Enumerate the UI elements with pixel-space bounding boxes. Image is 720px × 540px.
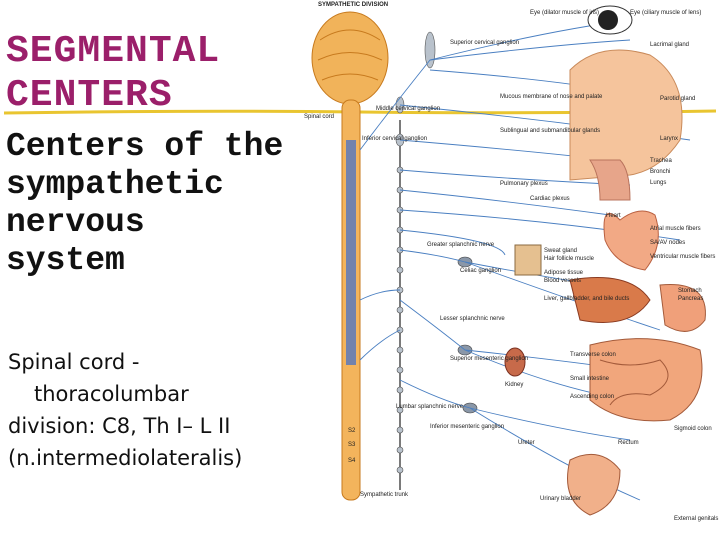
label-greater-splanchnic: Greater splanchnic nerve [427, 242, 495, 248]
body-line-3: division: C8, Th I– L II [8, 414, 231, 438]
label-lungs: Lungs [650, 180, 666, 186]
heart-drawing [603, 210, 659, 271]
label-liver: Liver, gallbladder, and bile ducts [544, 296, 629, 302]
subtitle-line-2: sympathetic [6, 166, 224, 203]
label-ureter: Ureter [518, 440, 535, 446]
slide-body-text: Spinal cord - thoracolumbar division: C8… [8, 346, 242, 474]
skin-drawing [514, 244, 542, 276]
label-cardiac: Cardiac plexus [530, 196, 570, 202]
label-larynx: Larynx [660, 136, 678, 142]
label-spinal-cord: Spinal cord [304, 114, 334, 120]
title-line-1: SEGMENTAL [6, 30, 221, 73]
subtitle-line-3: nervous [6, 204, 145, 241]
label-parotid: Parotid gland [660, 96, 695, 102]
label-lesser-splanchnic: Lesser splanchnic nerve [440, 316, 505, 322]
label-rectum: Rectum [618, 440, 639, 446]
label-ventricular: Ventricular muscle fibers [650, 254, 715, 260]
label-pulmonary: Pulmonary plexus [500, 181, 548, 187]
body-line-2: thoracolumbar [34, 382, 189, 406]
label-trunk: Sympathetic trunk [360, 492, 409, 498]
label-sublingual: Sublingual and submandibular glands [500, 128, 600, 134]
eye-drawing [598, 10, 618, 30]
kidney-drawing [504, 347, 526, 377]
label-eye-iris: Eye (dilator muscle of iris) [530, 10, 599, 16]
label-stomach: Stomach [678, 288, 702, 294]
label-ascending: Ascending colon [570, 394, 614, 400]
title-line-2: CENTERS [6, 74, 173, 117]
label-lacrimal: Lacrimal gland [650, 42, 689, 48]
liver-drawing [569, 277, 651, 323]
label-inferior-cervical: Inferior cervical ganglion [362, 136, 427, 142]
label-lumbar-splanchnic: Lumbar splanchnic nerve [396, 404, 464, 410]
label-bladder: Urinary bladder [540, 496, 581, 502]
label-inferior-mesenteric: Inferior mesenteric ganglion [430, 424, 504, 430]
label-transverse: Transverse colon [570, 352, 616, 358]
label-s4: S4 [348, 458, 356, 464]
slide-subtitle: Centers of the sympathetic nervous syste… [6, 128, 283, 280]
label-mucous: Mucous membrane of nose and palate [500, 94, 603, 100]
label-superior-mesenteric: Superior mesenteric ganglion [450, 356, 528, 362]
label-atrial: Atrial muscle fibers [650, 226, 701, 232]
stomach-drawing [659, 283, 706, 332]
subtitle-line-1: Centers of the [6, 128, 284, 165]
body-line-1: Spinal cord - [8, 350, 140, 374]
intestine-drawing [589, 338, 703, 422]
label-bronchi: Bronchi [650, 169, 670, 175]
label-heart: Heart [606, 213, 621, 219]
label-hair: Hair follicle muscle [544, 256, 595, 262]
sympathetic-division-diagram: SYMPATHETIC DIVISION Spinal cord [304, 2, 718, 522]
head-drawing [569, 49, 683, 181]
label-small-intestine: Small intestine [570, 376, 610, 382]
prevertebral-ganglia [457, 256, 478, 414]
figure-header: SYMPATHETIC DIVISION [318, 2, 388, 8]
bladder-drawing [567, 453, 621, 516]
label-superior-cervical: Superior cervical ganglion [450, 40, 519, 46]
label-sweat: Sweat gland [544, 248, 577, 254]
label-s2: S2 [348, 428, 356, 434]
label-s3: S3 [348, 442, 356, 448]
label-blood: Blood vessels [544, 278, 581, 284]
label-sa-av: SA/AV nodes [650, 240, 685, 246]
body-line-4: (n.intermediolateralis) [8, 446, 243, 470]
label-genitals: External genitals [674, 516, 718, 522]
label-trachea: Trachea [650, 158, 672, 164]
label-pancreas: Pancreas [678, 296, 703, 302]
subtitle-line-4: system [6, 242, 125, 279]
label-celiac: Celiac ganglion [460, 268, 501, 274]
label-middle-cervical: Middle cervical ganglion [376, 106, 440, 112]
label-adipose: Adipose tissue [544, 270, 584, 276]
label-eye-ciliary: Eye (ciliary muscle of lens) [630, 10, 701, 16]
slide-title: SEGMENTAL CENTERS [6, 30, 220, 118]
label-sigmoid: Sigmoid colon [674, 426, 712, 432]
label-kidney: Kidney [505, 382, 523, 388]
thoracolumbar-segments [346, 140, 356, 365]
